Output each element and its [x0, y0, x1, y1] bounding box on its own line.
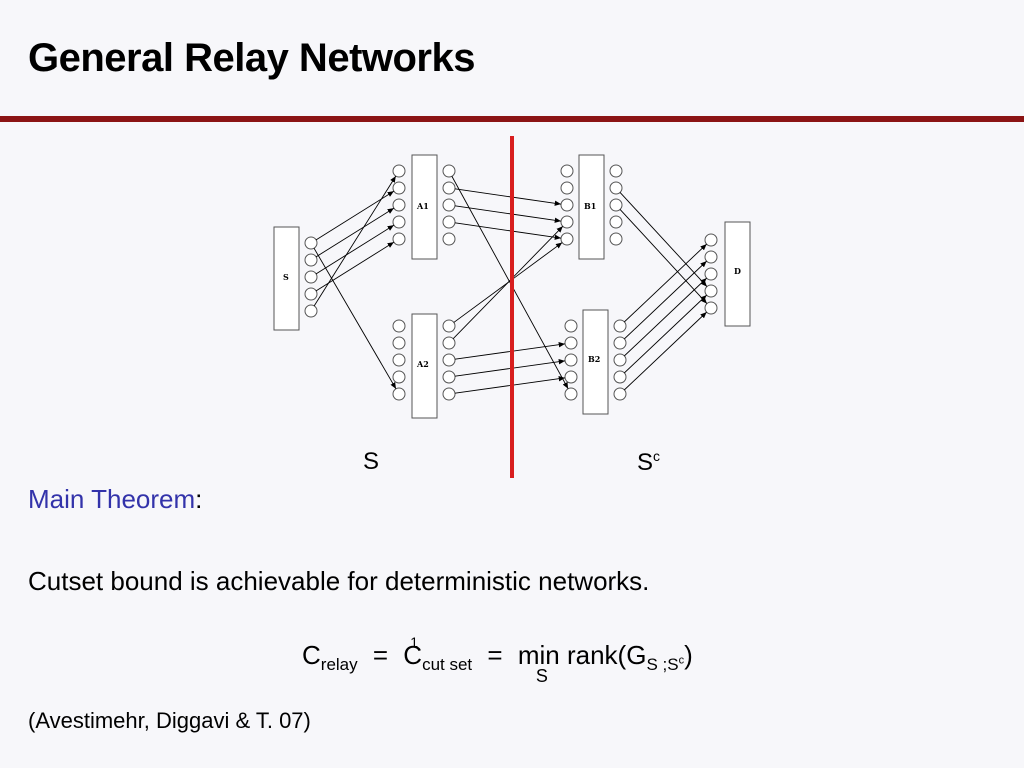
network-link-16: [619, 192, 708, 287]
network-link-8: [454, 205, 562, 223]
a2-in-port-5: [392, 387, 406, 401]
b1-in-port-3: [560, 198, 574, 212]
a2-in-port-4: [392, 370, 406, 384]
a2-in-port-3: [392, 353, 406, 367]
node-box-d: [724, 221, 751, 327]
s-port-2: [304, 253, 318, 267]
network-link-12: [452, 225, 564, 340]
a1-in-port-5: [392, 232, 406, 246]
network-link-9: [454, 222, 562, 240]
theorem-heading: Main Theorem:: [28, 484, 202, 515]
theorem-colon: :: [195, 484, 203, 514]
a2-out-port-3: [442, 353, 456, 367]
b2-out-port-5: [613, 387, 627, 401]
a1-out-port-1: [442, 164, 456, 178]
network-link-19: [624, 260, 707, 340]
b2-in-port-1: [564, 319, 578, 333]
s-port-3: [304, 270, 318, 284]
b1-out-port-3: [609, 198, 623, 212]
b1-in-port-2: [560, 181, 574, 195]
a1-out-port-3: [442, 198, 456, 212]
node-box-a2: [411, 313, 438, 419]
b1-out-port-4: [609, 215, 623, 229]
a2-out-port-4: [442, 370, 456, 384]
network-link-3: [315, 224, 395, 275]
a1-out-port-4: [442, 215, 456, 229]
node-label-b2: B2: [588, 354, 600, 364]
a1-in-port-1: [392, 164, 406, 178]
a2-out-port-5: [442, 387, 456, 401]
a1-in-port-3: [392, 198, 406, 212]
node-label-b1: B1: [584, 201, 596, 211]
network-link-17: [619, 209, 708, 304]
a2-out-port-2: [442, 336, 456, 350]
node-box-b2: [582, 309, 609, 415]
side-label-s-complement: Sc: [637, 448, 661, 476]
title-divider: [0, 116, 1024, 122]
b2-out-port-3: [613, 353, 627, 367]
a1-out-port-2: [442, 181, 456, 195]
network-link-6: [313, 247, 397, 390]
a2-out-port-1: [442, 319, 456, 333]
b2-out-port-2: [613, 336, 627, 350]
node-box-a1: [411, 154, 438, 260]
d-port-3: [704, 267, 718, 281]
b2-out-port-1: [613, 319, 627, 333]
b1-out-port-2: [609, 181, 623, 195]
b1-out-port-5: [609, 232, 623, 246]
node-label-s: S: [283, 272, 289, 282]
network-link-20: [624, 277, 707, 357]
b2-in-port-3: [564, 353, 578, 367]
a1-in-port-4: [392, 215, 406, 229]
b2-out-port-4: [613, 370, 627, 384]
b1-in-port-1: [560, 164, 574, 178]
b2-in-port-5: [564, 387, 578, 401]
side-label-s: S: [363, 448, 380, 475]
network-link-21: [624, 294, 707, 374]
d-port-5: [704, 301, 718, 315]
network-link-7: [454, 188, 562, 206]
a2-in-port-2: [392, 336, 406, 350]
a2-in-port-1: [392, 319, 406, 333]
b1-out-port-1: [609, 164, 623, 178]
s-port-4: [304, 287, 318, 301]
d-port-1: [704, 233, 718, 247]
node-box-b1: [578, 154, 605, 260]
a1-out-port-5: [442, 232, 456, 246]
slide-title: General Relay Networks: [28, 36, 476, 80]
d-port-4: [704, 284, 718, 298]
node-label-a1: A1: [416, 201, 429, 211]
citation: (Avestimehr, Diggavi & T. 07): [28, 708, 311, 733]
theorem-title: Main Theorem: [28, 484, 196, 514]
network-link-22: [624, 311, 707, 391]
d-port-2: [704, 250, 718, 264]
node-label-a2: A2: [416, 359, 429, 369]
s-port-5: [304, 304, 318, 318]
theorem-statement: Cutset bound is achievable for determini…: [28, 566, 650, 596]
s-port-1: [304, 236, 318, 250]
node-box-s: [273, 226, 300, 331]
a1-in-port-2: [392, 181, 406, 195]
network-link-5: [313, 175, 397, 307]
node-label-d: D: [734, 266, 741, 276]
b1-in-port-5: [560, 232, 574, 246]
network-link-18: [624, 243, 707, 323]
network-link-2: [315, 207, 395, 258]
b2-in-port-4: [564, 370, 578, 384]
b1-in-port-4: [560, 215, 574, 229]
b2-in-port-2: [564, 336, 578, 350]
